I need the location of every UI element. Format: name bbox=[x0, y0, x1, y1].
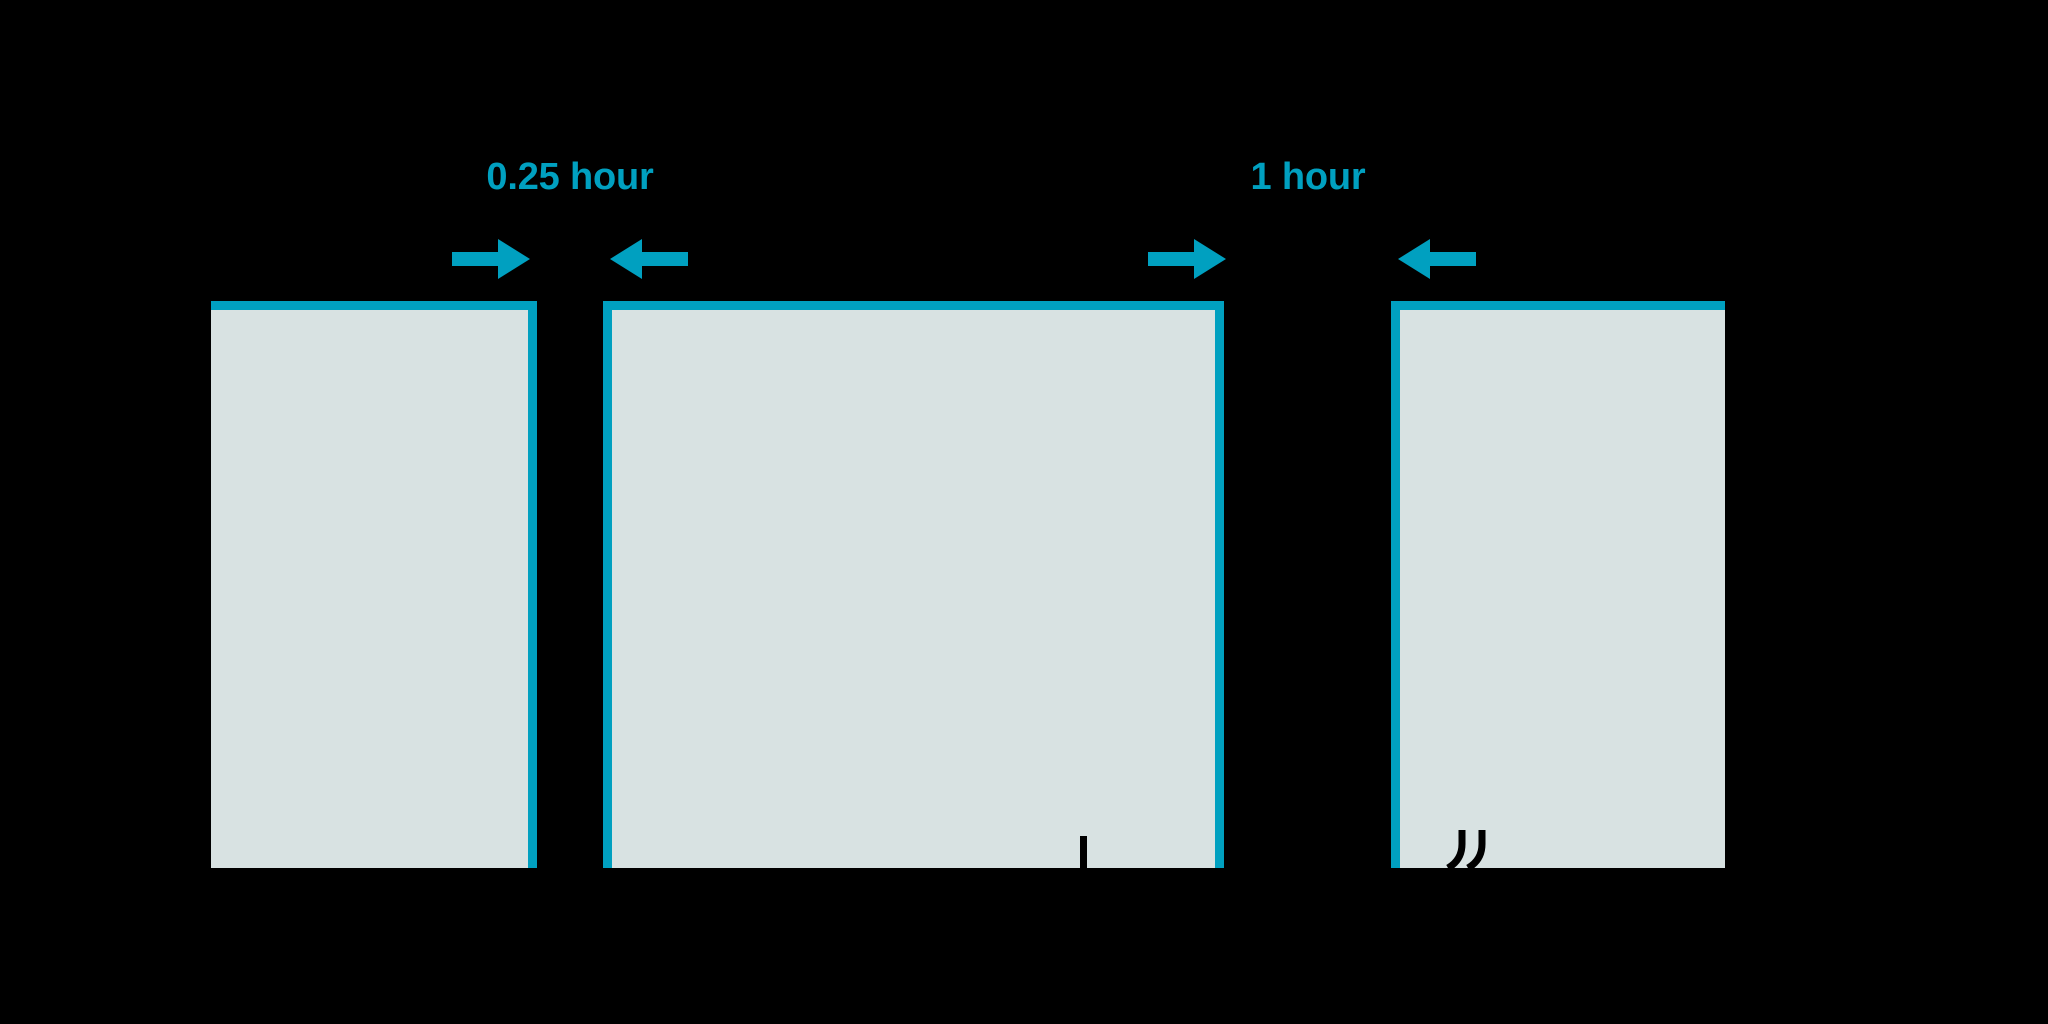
bar-right-top-edge bbox=[1391, 301, 1725, 310]
tick-mark-icon bbox=[1080, 836, 1087, 868]
arrow-left-icon-1 bbox=[1398, 236, 1476, 282]
bar-left-top-edge bbox=[211, 301, 537, 310]
bar-right-left-edge bbox=[1391, 301, 1400, 868]
arrow-left-icon-0 bbox=[610, 236, 688, 282]
bar-middle-top-edge bbox=[603, 301, 1224, 310]
bar-middle-right-edge bbox=[1215, 301, 1224, 868]
gap-label-1: 1 hour bbox=[1250, 156, 1366, 198]
bar-left bbox=[211, 301, 537, 868]
bar-middle-fill bbox=[612, 310, 1215, 868]
break-squiggle-icon bbox=[1442, 830, 1488, 872]
arrow-right-icon-1 bbox=[1148, 236, 1226, 282]
bar-right-fill bbox=[1400, 310, 1725, 868]
gap-label-0: 0.25 hour bbox=[486, 156, 654, 198]
bar-left-right-edge bbox=[528, 301, 537, 868]
arrow-right-icon-0 bbox=[452, 236, 530, 282]
bar-middle bbox=[603, 301, 1224, 868]
bar-right bbox=[1391, 301, 1725, 868]
bar-middle-left-edge bbox=[603, 301, 612, 868]
bar-left-fill bbox=[211, 310, 528, 868]
